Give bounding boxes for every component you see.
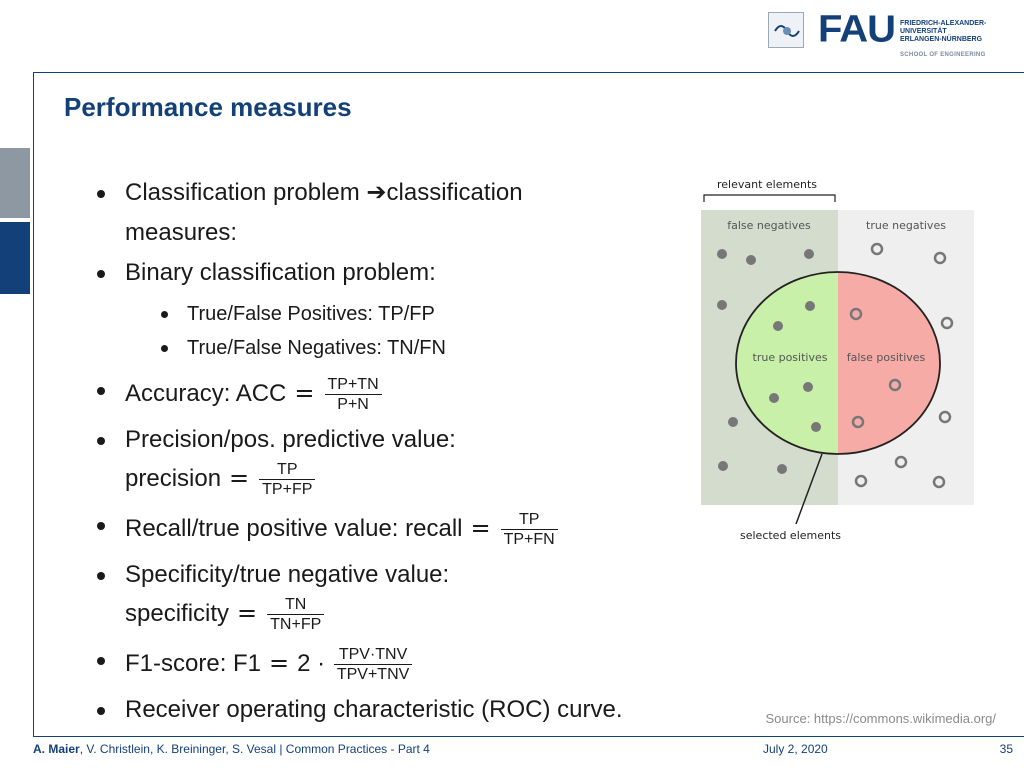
selected-pointer [795, 453, 823, 525]
bullet-classification-cont: measures: [125, 219, 238, 246]
selected-ellipse [735, 271, 941, 455]
image-source: Source: https://commons.wikimedia.org/ [765, 711, 996, 726]
footer: A. Maier, V. Christlein, K. Breininger, … [33, 742, 1013, 760]
true-positives-label: true positives [753, 351, 828, 364]
irrelevant-dots [849, 242, 954, 489]
relevant-dots [717, 249, 821, 474]
page-number: 35 [999, 742, 1013, 756]
slide-frame [33, 72, 1024, 737]
bullet-specificity: Specificity/true negative value: [96, 561, 450, 588]
fau-logo-text: FRIEDRICH-ALEXANDER- UNIVERSITÄT ERLANGE… [900, 20, 987, 43]
bullet-roc: Receiver operating characteristic (ROC) … [97, 696, 623, 723]
footer-authors: A. Maier, V. Christlein, K. Breininger, … [33, 742, 430, 756]
footer-date: July 2, 2020 [763, 742, 828, 756]
fau-logo-letters: FAU [818, 8, 896, 50]
side-tab-blue [0, 222, 30, 294]
slide-title: Performance measures [64, 92, 352, 122]
side-tab-gray [0, 148, 30, 218]
relevant-elements-label: relevant elements [717, 178, 817, 191]
fau-school-name: SCHOOL OF ENGINEERING [900, 52, 986, 58]
bullet-precision: Precision/pos. predictive value: [97, 426, 456, 453]
bullet-binary: Binary classification problem: [97, 259, 436, 286]
sub-bullet-positives: True/False Positives: TP/FP [161, 303, 435, 325]
true-negatives-label: true negatives [866, 219, 946, 232]
bullet-classification: Classification problem ➔classification [97, 179, 523, 206]
university-emblem-icon [768, 12, 804, 48]
relevant-bracket [703, 194, 836, 202]
true-positives-region [736, 272, 838, 454]
selected-elements-label: selected elements [740, 529, 841, 542]
precision-recall-diagram: relevant elements false negatives true n… [700, 172, 980, 544]
false-positives-label: false positives [847, 351, 926, 364]
false-positives-region [838, 272, 940, 454]
sub-bullet-negatives: True/False Negatives: TN/FN [161, 337, 446, 359]
false-negatives-label: false negatives [727, 219, 811, 232]
